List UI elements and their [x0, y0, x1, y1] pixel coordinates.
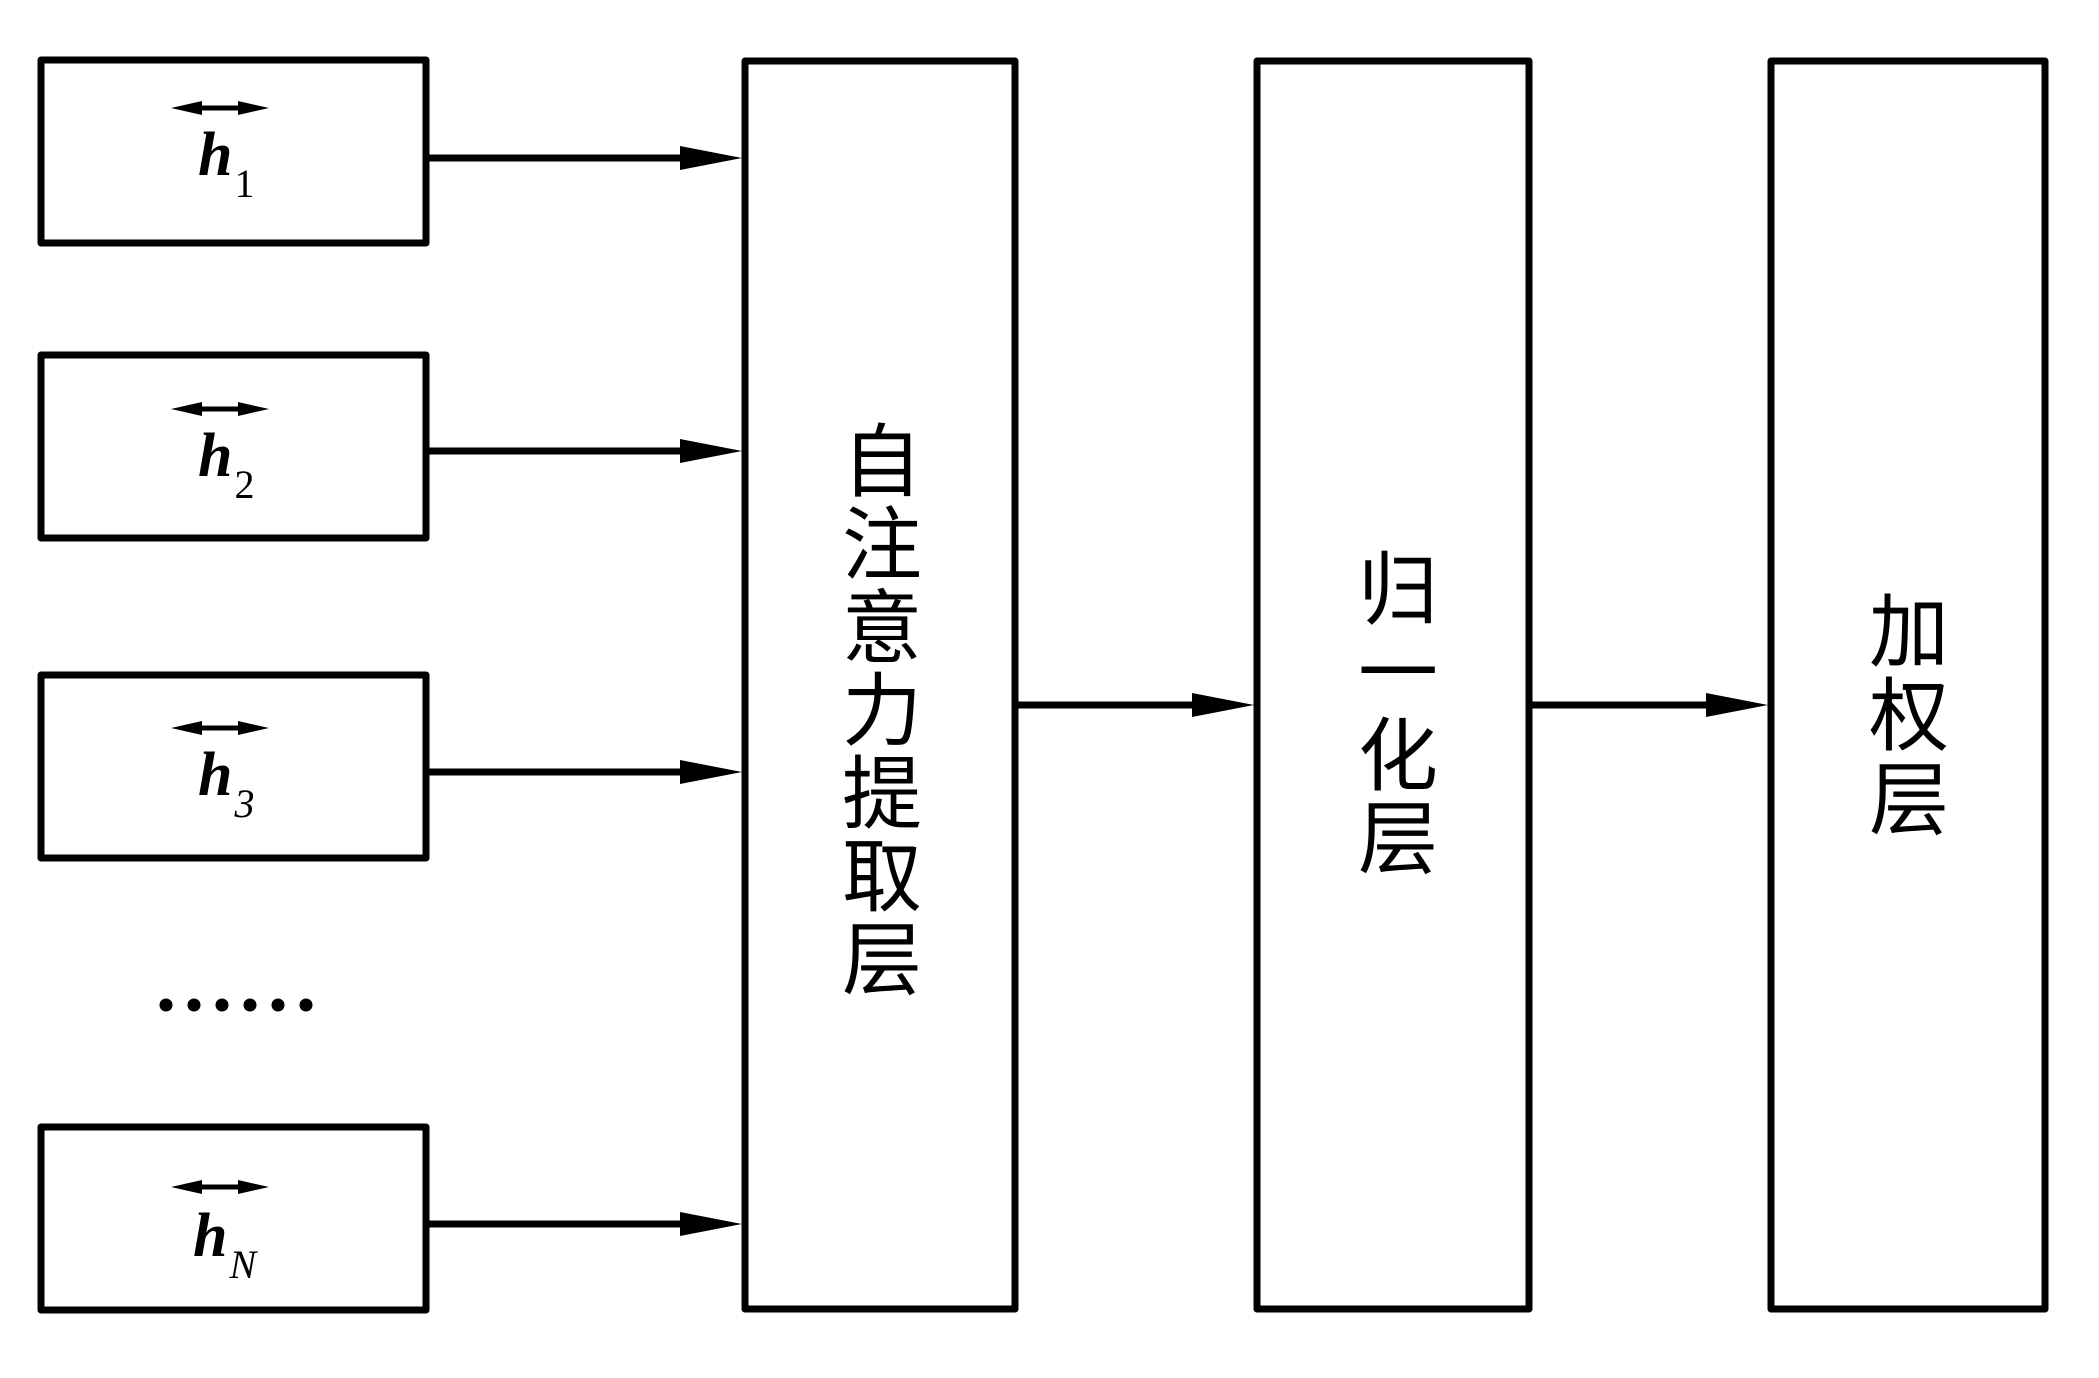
ellipsis-dot — [299, 998, 313, 1012]
bidirectional-arrow-icon — [171, 721, 269, 735]
accent-right-head — [238, 402, 269, 416]
ellipsis-dot — [159, 998, 173, 1012]
ellipsis-dot — [215, 998, 229, 1012]
normalization-layer-block — [1253, 57, 1533, 1313]
layer-label-char: 注 — [842, 499, 922, 592]
arrow-input-2-to-self-attention — [426, 439, 742, 463]
input-box-1-frame — [37, 56, 430, 247]
arrow-input-N-to-self-attention — [426, 1212, 742, 1236]
weighting-layer-label: 加权层 — [1869, 586, 1949, 847]
input-box-3: h3 — [37, 671, 430, 862]
input-box-n-frame — [37, 1123, 430, 1314]
layer-label-char: 自 — [842, 416, 922, 509]
arrow-head-icon — [680, 439, 742, 463]
input-symbol-2: h2 — [198, 422, 254, 507]
ellipsis-dot — [243, 998, 257, 1012]
arrow-head-icon — [680, 146, 742, 170]
input-symbol-3: h3 — [198, 741, 254, 826]
accent-left-head — [171, 101, 202, 115]
layer-label-char: 层 — [1358, 793, 1438, 886]
bidirectional-arrow-icon — [171, 1180, 269, 1194]
weighting-layer-block — [1767, 57, 2049, 1313]
self-attention-layer-block — [741, 57, 1019, 1313]
arrow-head-icon — [680, 760, 742, 784]
layer-label-char: 层 — [1869, 754, 1949, 847]
accent-right-head — [238, 1180, 269, 1194]
layer-label-char: 一 — [1358, 627, 1438, 720]
layer-label-char: 力 — [842, 665, 922, 758]
layer-label-char: 归 — [1358, 544, 1438, 637]
accent-right-head — [238, 721, 269, 735]
layer-label-char: 权 — [1869, 670, 1949, 763]
layer-label-char: 提 — [842, 748, 922, 841]
arrow-head-icon — [680, 1212, 742, 1236]
accent-left-head — [171, 1180, 202, 1194]
layer-label-char: 取 — [842, 831, 922, 924]
input-box-1: h1 — [37, 56, 430, 247]
bidirectional-arrow-icon — [171, 402, 269, 416]
ellipsis-dot — [271, 998, 285, 1012]
accent-left-head — [171, 721, 202, 735]
bidirectional-arrow-icon — [171, 101, 269, 115]
arrow-input-1-to-self-attention — [426, 146, 742, 170]
arrow-normalization-to-weighting — [1529, 693, 1768, 717]
layer-label-char: 层 — [842, 914, 922, 1007]
input-symbol-1: h1 — [198, 121, 254, 206]
arrow-head-icon — [1192, 693, 1254, 717]
arrow-head-icon — [1706, 693, 1768, 717]
input-box-n: hN — [37, 1123, 430, 1314]
input-symbol-n: hN — [193, 1202, 258, 1287]
arrow-self-attention-to-normalization — [1015, 693, 1254, 717]
ellipsis — [159, 998, 313, 1012]
connection-arrows — [426, 146, 1768, 1236]
input-box-2: h2 — [37, 351, 430, 542]
layer-label-char: 加 — [1869, 586, 1949, 679]
input-box-2-frame — [37, 351, 430, 542]
layer-label-char: 意 — [842, 582, 922, 675]
accent-right-head — [238, 101, 269, 115]
layer-label-char: 化 — [1358, 710, 1438, 803]
input-box-3-frame — [37, 671, 430, 862]
ellipsis-dot — [187, 998, 201, 1012]
arrow-input-3-to-self-attention — [426, 760, 742, 784]
accent-left-head — [171, 402, 202, 416]
